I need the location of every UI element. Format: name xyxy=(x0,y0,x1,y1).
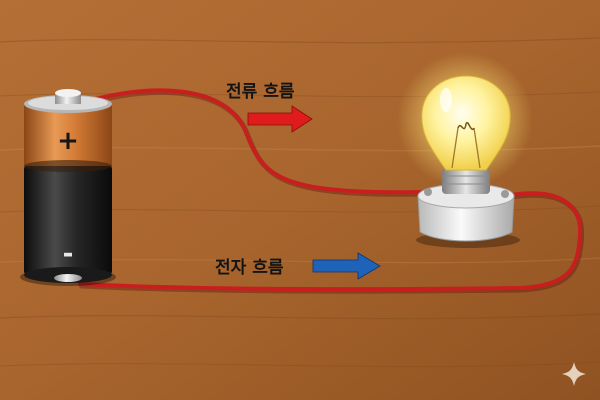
battery-positive-terminal xyxy=(55,93,81,104)
current-flow-label: 전류 흐름 xyxy=(226,82,295,102)
battery-positive-body xyxy=(24,104,112,166)
battery: + - xyxy=(20,89,116,286)
battery-negative-terminal xyxy=(54,274,82,282)
battery-plus-sign: + xyxy=(57,126,79,156)
battery-minus-sign: - xyxy=(63,239,74,269)
electron-flow-label: 전자 흐름 xyxy=(215,258,284,278)
battery-negative-body xyxy=(24,165,112,275)
light-bulb xyxy=(397,52,533,248)
current-flow-arrow xyxy=(247,105,313,133)
bulb-base xyxy=(442,168,490,194)
sparkle-icon xyxy=(562,362,586,386)
bulb-socket xyxy=(417,195,515,242)
electron-flow-arrow xyxy=(312,252,381,280)
circuit-wire xyxy=(78,88,585,294)
bulb-filament xyxy=(457,121,475,131)
